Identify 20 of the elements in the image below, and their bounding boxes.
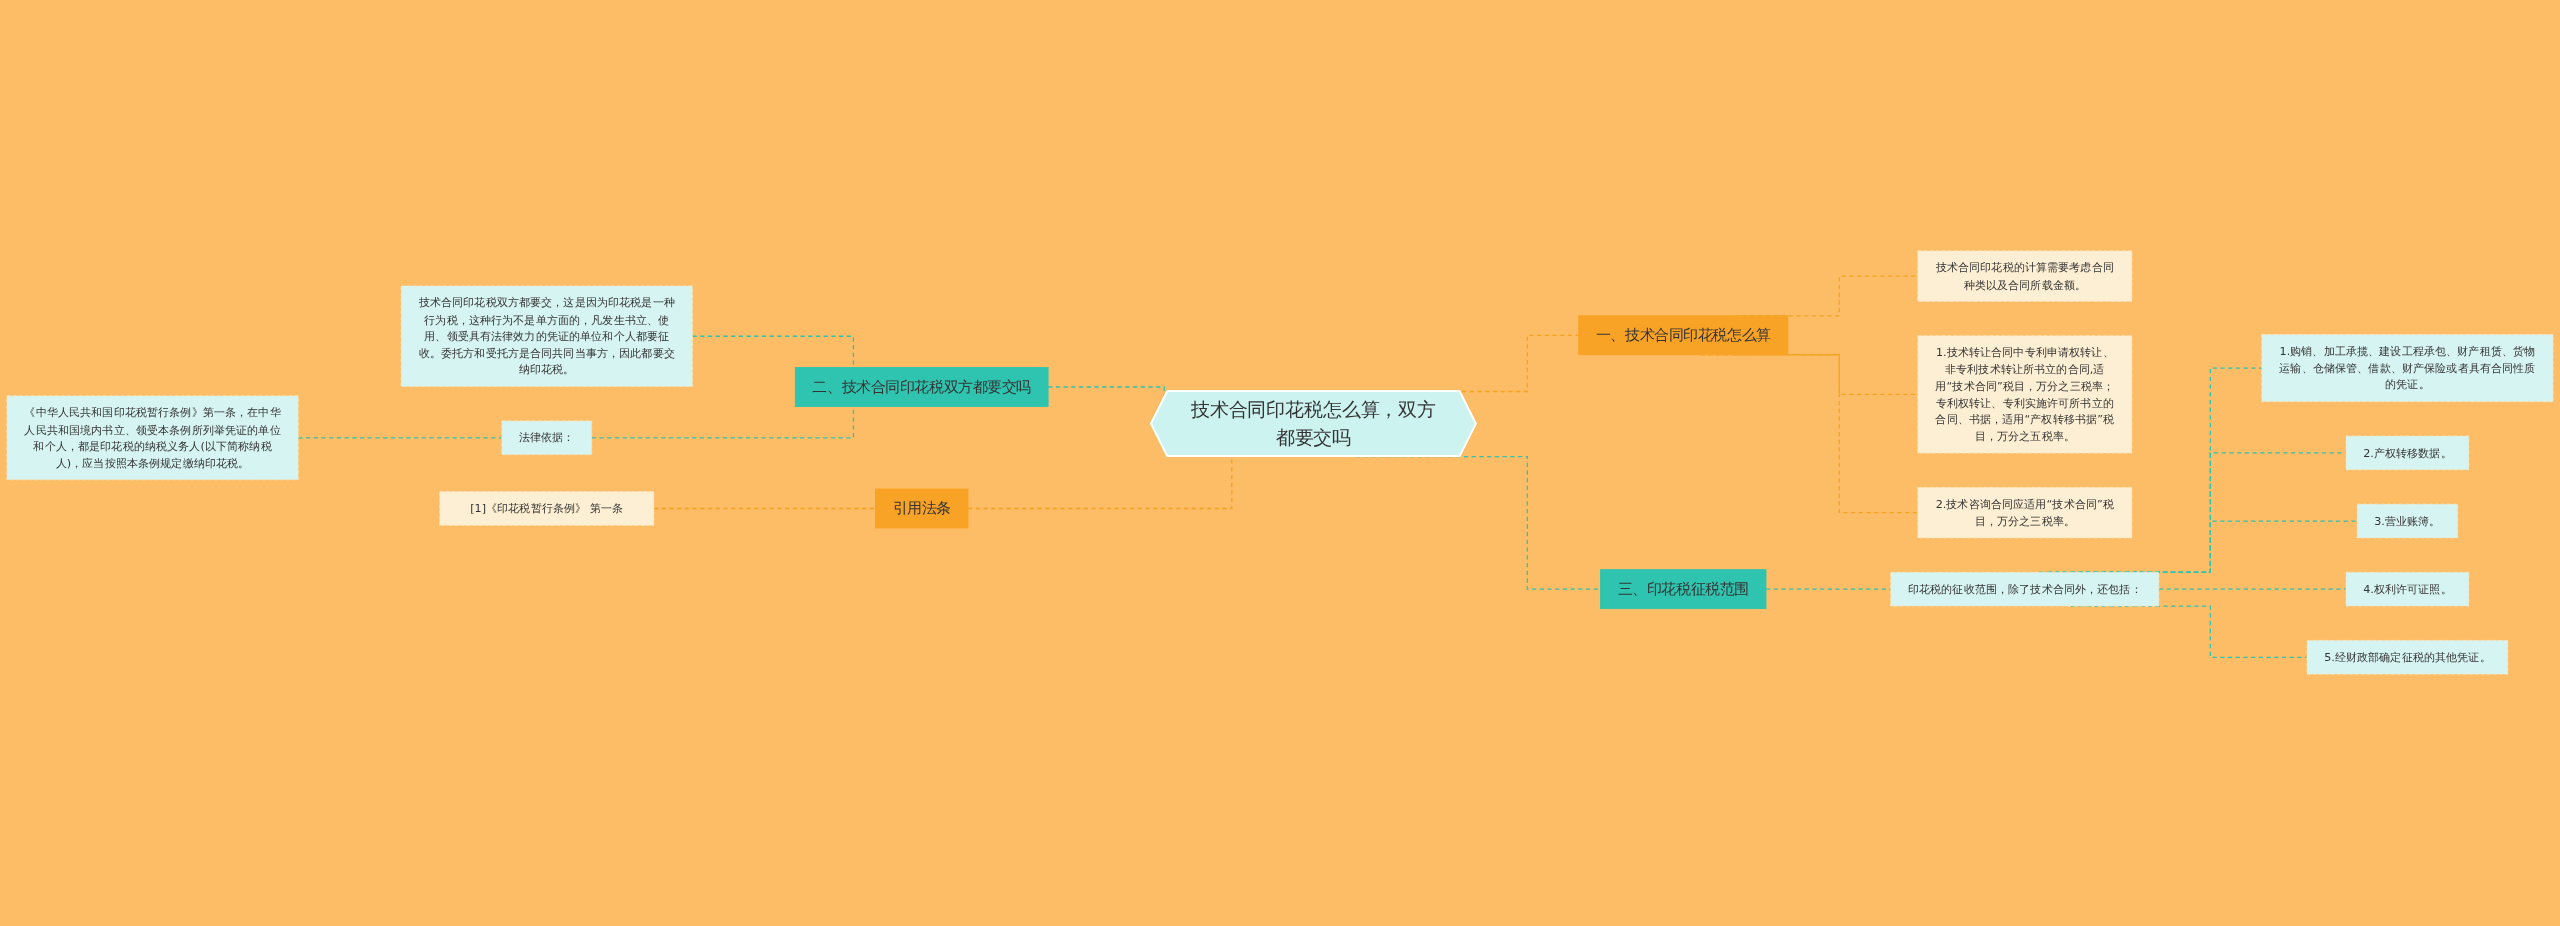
node-box: 3.营业账簿。 (2356, 504, 2459, 539)
node-box: 1.购销、加工承揽、建设工程承包、财产租赁、货物运输、仓储保管、借款、财产保险或者具有合同性质的凭证。 (2261, 334, 2554, 403)
connector (653, 508, 877, 510)
node-box: 引用法条 (875, 489, 969, 529)
node-box: 2.产权转移数据。 (2345, 436, 2470, 471)
node-box: 5.经财政部确定征税的其他凭证。 (2306, 640, 2509, 676)
node-box: 法律依据： (501, 420, 593, 456)
node-box: 三、印花税征税范围 (1600, 569, 1767, 610)
node-box: 《中华人民共和国印花税暂行条例》第一条，在中华人民共和国境内书立、领受本条例所列举凭证的单位和个人，都是印花税的纳税义务人(以下简称纳税人)，应当按照本条例规定缴纳印花税。 (6, 395, 299, 481)
node-box: 一、技术合同印花税怎么算 (1578, 315, 1789, 356)
node-box: 技术合同印花税双方都要交，这是因为印花税是一种行为税，这种行为不是单方面的，凡发生书立、使用、领受具有法律效力的凭证的单位和个人都要征收。委托方和受托方是合同共同当事方，因此都要交纳印花税。 (400, 285, 693, 388)
node-box: 印花税的征收范围，除了技术合同外，还包括： (1890, 572, 2160, 607)
node-box: 1.技术转让合同中专利申请权转让、非专利技术转让所书立的合同,适用“技术合同”税目，万分之三税率；专利权转让、专利实施许可所书立的合同、书据，适用“产权转移书据”税目，万分之五税率。 (1917, 335, 2133, 454)
node-box: [1]《印花税暂行条例》 第一条 (439, 491, 655, 527)
node-box: 2.技术咨询合同应适用“技术合同”税目，万分之三税率。 (1917, 487, 2133, 539)
connector (591, 406, 855, 439)
node-box: 4.权利许可证照。 (2345, 572, 2470, 607)
node-box: 技术合同印花税的计算需要考虑合同种类以及合同所载金额。 (1917, 250, 2133, 303)
node-box: 二、技术合同印花税双方都要交吗 (794, 367, 1049, 408)
connector (297, 437, 503, 439)
